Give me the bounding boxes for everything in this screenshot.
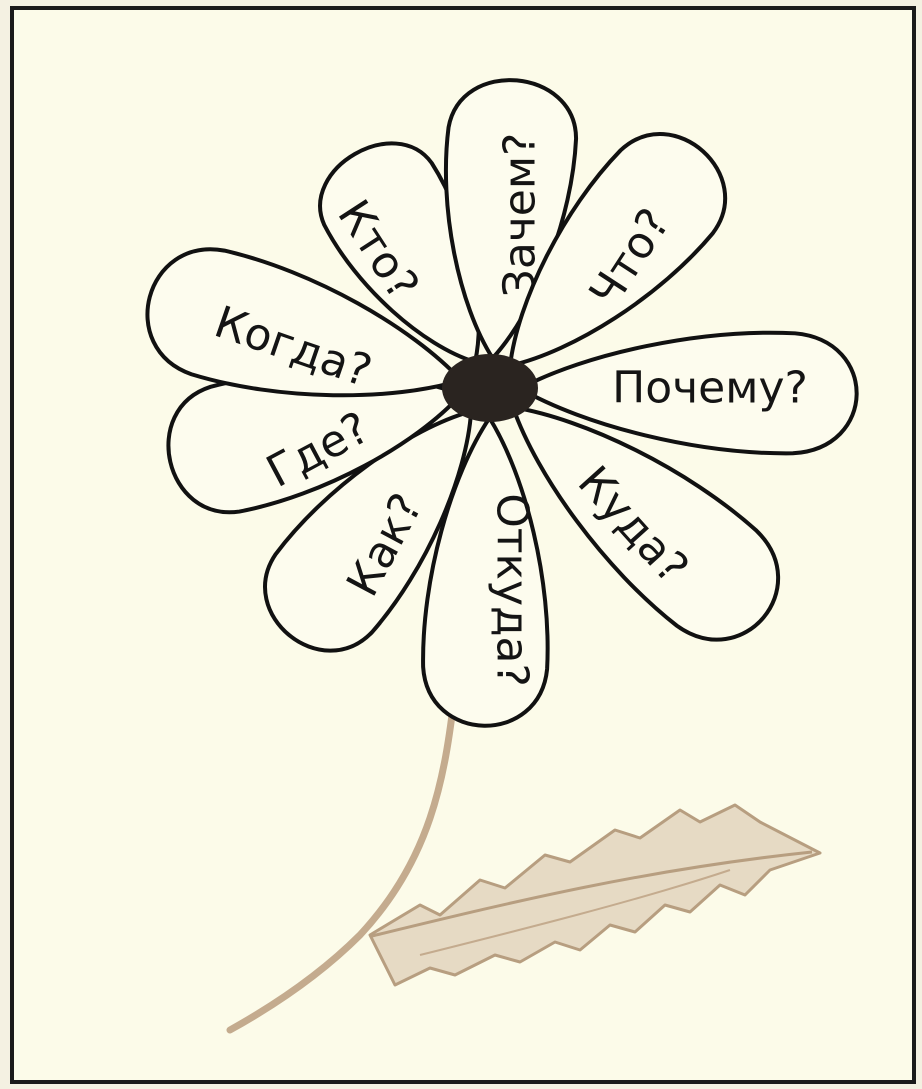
petal-label-otkuda: Откуда? [487,493,538,687]
petal-label-pochemu: Почему? [612,363,808,414]
flower-center [442,354,538,422]
